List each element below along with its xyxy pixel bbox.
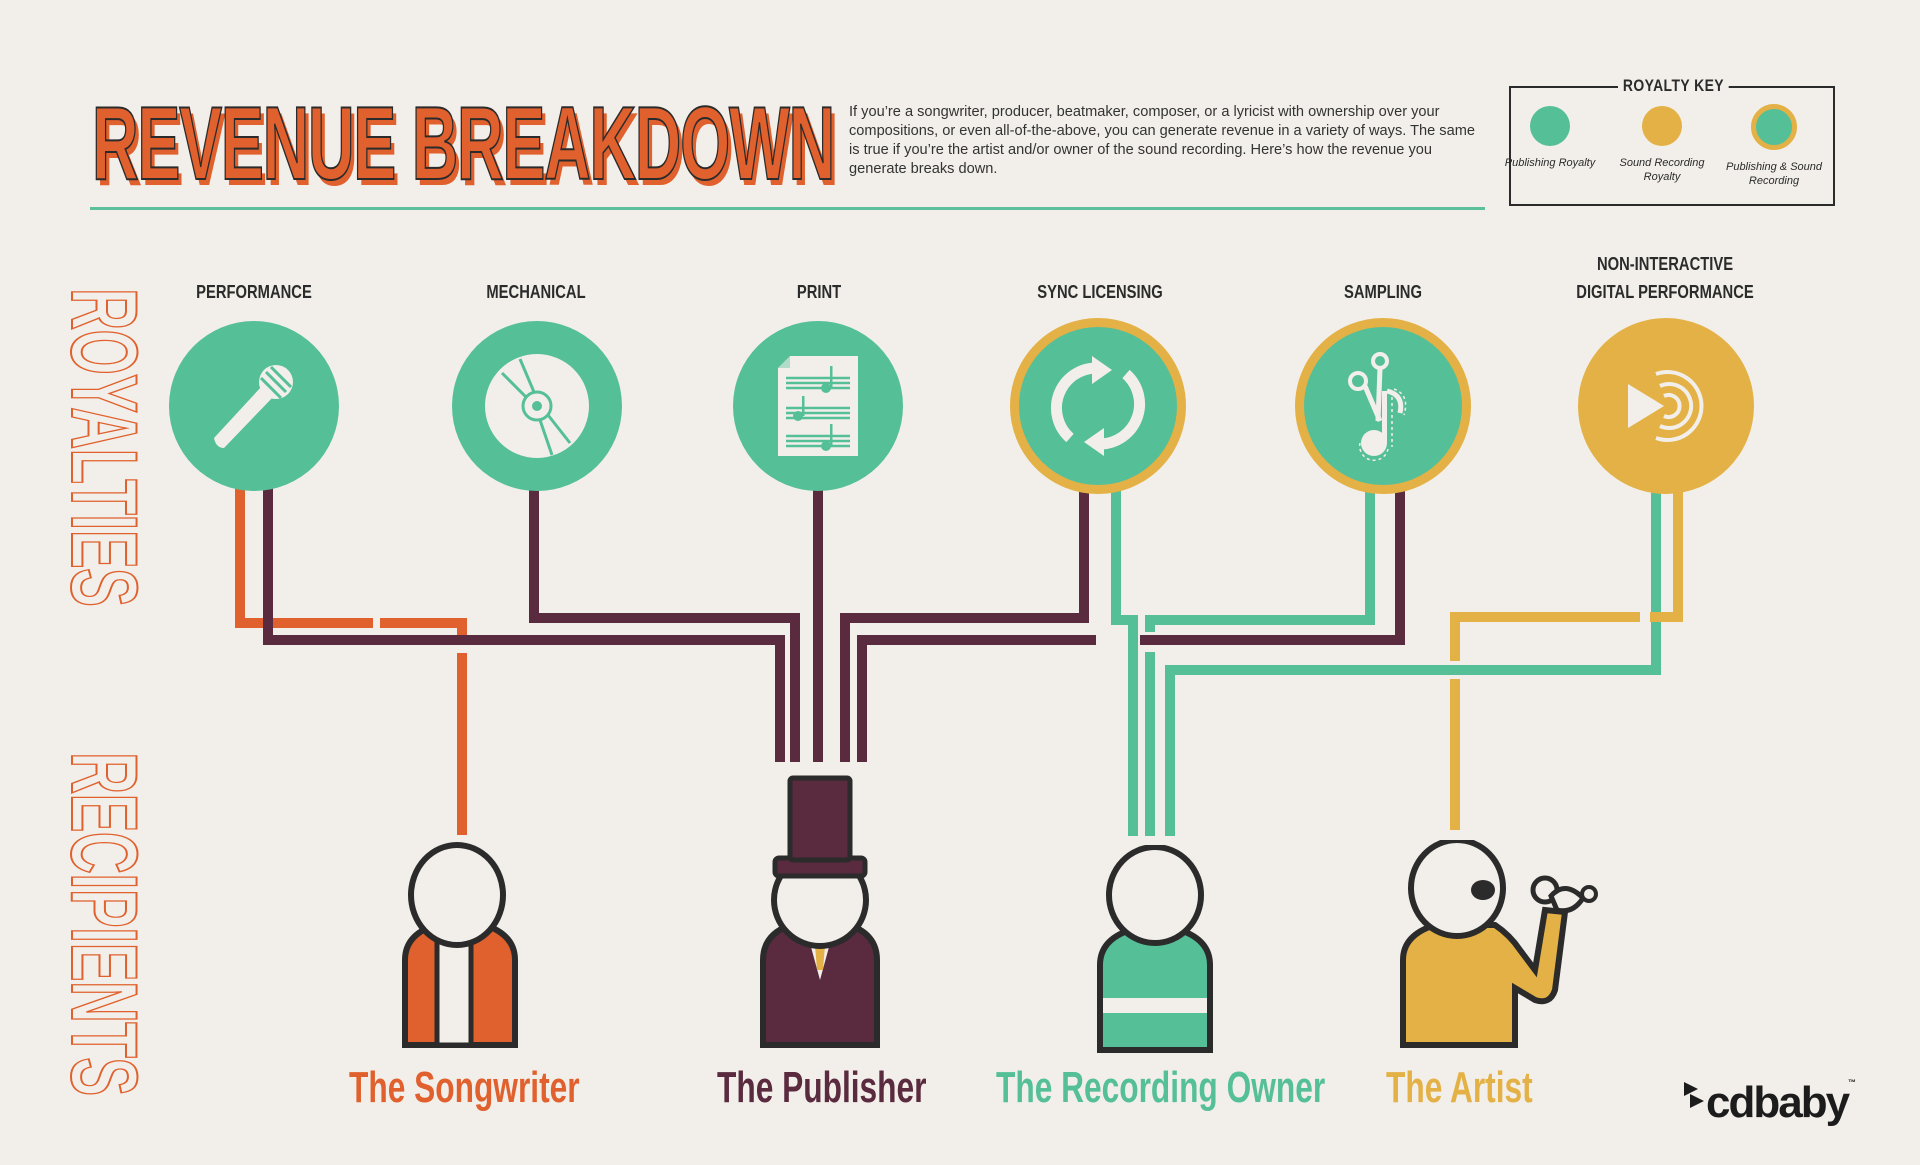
recipient-recording-owner: The Recording Owner: [996, 1063, 1326, 1112]
title-divider: [90, 207, 1485, 210]
recipient-publisher: The Publisher: [717, 1063, 927, 1112]
cd-icon: [485, 354, 589, 458]
cdbaby-logo: cdbaby™: [1706, 1078, 1856, 1128]
circle-performance: [169, 321, 339, 491]
key-label-both: Publishing & Sound Recording: [1725, 161, 1822, 187]
wire-digital-recording-owner: [1165, 490, 1661, 836]
key-label-publishing: Publishing Royalty: [1504, 157, 1596, 169]
label-sampling: SAMPLING: [1344, 282, 1422, 302]
both-dot-icon: [1751, 104, 1797, 150]
publishing-dot-icon: [1530, 106, 1570, 146]
key-item-both: Publishing & Sound Recording: [1724, 104, 1824, 188]
circle-print: [733, 321, 903, 491]
page-title: REVENUE BREAKDOWN: [91, 86, 835, 202]
key-item-publishing: Publishing Royalty: [1500, 106, 1600, 170]
key-label-sound-recording: Sound Recording Royalty: [1619, 157, 1705, 183]
sync-arrows-icon: [1050, 356, 1146, 456]
key-item-sound-recording: Sound Recording Royalty: [1612, 106, 1712, 184]
label-print: PRINT: [796, 282, 842, 302]
circle-sampling: [1295, 318, 1471, 494]
intro-text: If you’re a songwriter, producer, beatma…: [849, 104, 1475, 177]
play-broadcast-icon: [1628, 370, 1704, 442]
wire-sync-recording-owner: [1111, 490, 1138, 836]
label-line-1: NON-INTERACTIVE: [1596, 254, 1734, 274]
scissors-note-icon: [1348, 352, 1407, 461]
songwriter-figure-icon: [402, 842, 518, 1048]
label-sync-licensing: SYNC LICENSING: [1037, 282, 1163, 302]
recording-owner-figure-icon: [1097, 845, 1213, 1053]
publisher-figure-icon: [760, 775, 880, 1048]
artist-figure-icon: [1400, 840, 1598, 1048]
wire-performance-songwriter: [235, 485, 373, 628]
wire-sampling-publisher: [1140, 490, 1405, 645]
cdbaby-play-icon: [1684, 1082, 1704, 1108]
label-line-2: DIGITAL PERFORMANCE: [1576, 282, 1754, 302]
label-non-interactive-digital-performance: NON-INTERACTIVE DIGITAL PERFORMANCE: [1558, 250, 1771, 306]
logo-trademark: ™: [1848, 1078, 1857, 1087]
royalty-key-title: ROYALTY KEY: [1618, 76, 1729, 96]
wire-digital-artist: [1650, 490, 1683, 622]
wire-mechanical-publisher: [529, 490, 800, 762]
circle-sync-licensing: [1010, 318, 1186, 494]
recipient-songwriter: The Songwriter: [349, 1063, 580, 1112]
recipient-artist: The Artist: [1386, 1063, 1533, 1112]
logo-text: cdbaby: [1706, 1078, 1850, 1127]
label-mechanical: MECHANICAL: [486, 282, 586, 302]
circle-mechanical: [452, 321, 622, 491]
microphone-icon: [214, 365, 293, 448]
label-performance: PERFORMANCE: [196, 282, 312, 302]
wire-performance-publisher: [263, 485, 785, 762]
wire-sampling-recording-owner: [1145, 490, 1375, 632]
sound-recording-dot-icon: [1642, 106, 1682, 146]
circle-non-interactive-digital-performance: [1578, 318, 1754, 494]
sheet-music-icon: [778, 356, 858, 456]
wire-sync-publisher: [840, 490, 1089, 762]
